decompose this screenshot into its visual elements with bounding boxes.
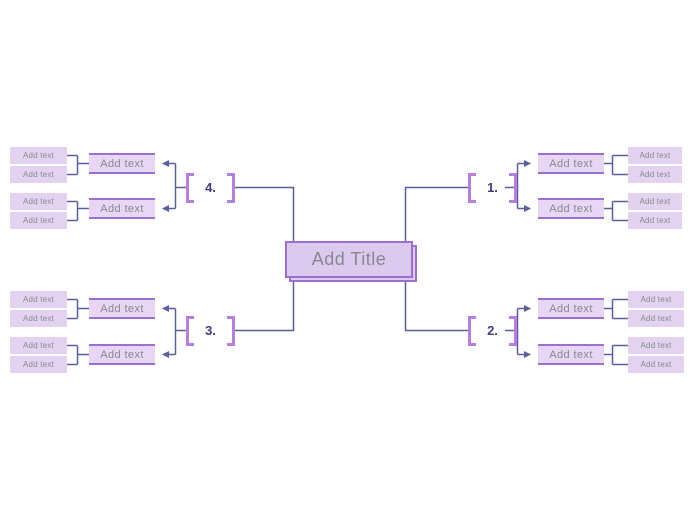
bracket-right-icon xyxy=(509,172,517,203)
branch-1-number: 1. xyxy=(487,180,498,195)
branch-1-subtopic-4[interactable]: Add text xyxy=(628,212,682,229)
branch-4-number: 4. xyxy=(205,180,216,195)
branch-2-bracket[interactable]: 2. xyxy=(468,315,517,346)
branch-3-number: 3. xyxy=(205,323,216,338)
bracket-left-icon xyxy=(186,172,194,203)
branch-2-topic-1[interactable]: Add text xyxy=(538,298,604,319)
branch-2-number: 2. xyxy=(487,323,498,338)
branch-3-subtopic-1[interactable]: Add text xyxy=(10,291,67,308)
branch-2-subtopic-1[interactable]: Add text xyxy=(628,291,684,308)
bracket-left-icon xyxy=(468,172,476,203)
branch-2-subtopic-3[interactable]: Add text xyxy=(628,337,684,354)
branch-2-subtopic-4[interactable]: Add text xyxy=(628,356,684,373)
branch-1-topic-1[interactable]: Add text xyxy=(538,153,604,174)
bracket-right-icon xyxy=(509,315,517,346)
branch-1-subtopic-2[interactable]: Add text xyxy=(628,166,682,183)
branch-1-subtopic-1[interactable]: Add text xyxy=(628,147,682,164)
branch-3-bracket[interactable]: 3. xyxy=(186,315,235,346)
branch-3-subtopic-2[interactable]: Add text xyxy=(10,310,67,327)
branch-3-topic-2[interactable]: Add text xyxy=(89,344,155,365)
branch-2-topic-2[interactable]: Add text xyxy=(538,344,604,365)
branch-4-subtopic-1[interactable]: Add text xyxy=(10,147,67,164)
branch-1-topic-2[interactable]: Add text xyxy=(538,198,604,219)
branch-2-subtopic-2[interactable]: Add text xyxy=(628,310,684,327)
branch-3-topic-1[interactable]: Add text xyxy=(89,298,155,319)
branch-4-topic-2[interactable]: Add text xyxy=(89,198,155,219)
bracket-right-icon xyxy=(227,172,235,203)
bracket-left-icon xyxy=(186,315,194,346)
branch-4-topic-1[interactable]: Add text xyxy=(89,153,155,174)
branch-3-subtopic-3[interactable]: Add text xyxy=(10,337,67,354)
branch-1-bracket[interactable]: 1. xyxy=(468,172,517,203)
bracket-left-icon xyxy=(468,315,476,346)
branch-1-subtopic-3[interactable]: Add text xyxy=(628,193,682,210)
branch-3-subtopic-4[interactable]: Add text xyxy=(10,356,67,373)
bracket-right-icon xyxy=(227,315,235,346)
branch-4-subtopic-2[interactable]: Add text xyxy=(10,166,67,183)
branch-4-bracket[interactable]: 4. xyxy=(186,172,235,203)
branch-4-subtopic-3[interactable]: Add text xyxy=(10,193,67,210)
center-topic[interactable]: Add Title xyxy=(285,241,413,278)
branch-4-subtopic-4[interactable]: Add text xyxy=(10,212,67,229)
